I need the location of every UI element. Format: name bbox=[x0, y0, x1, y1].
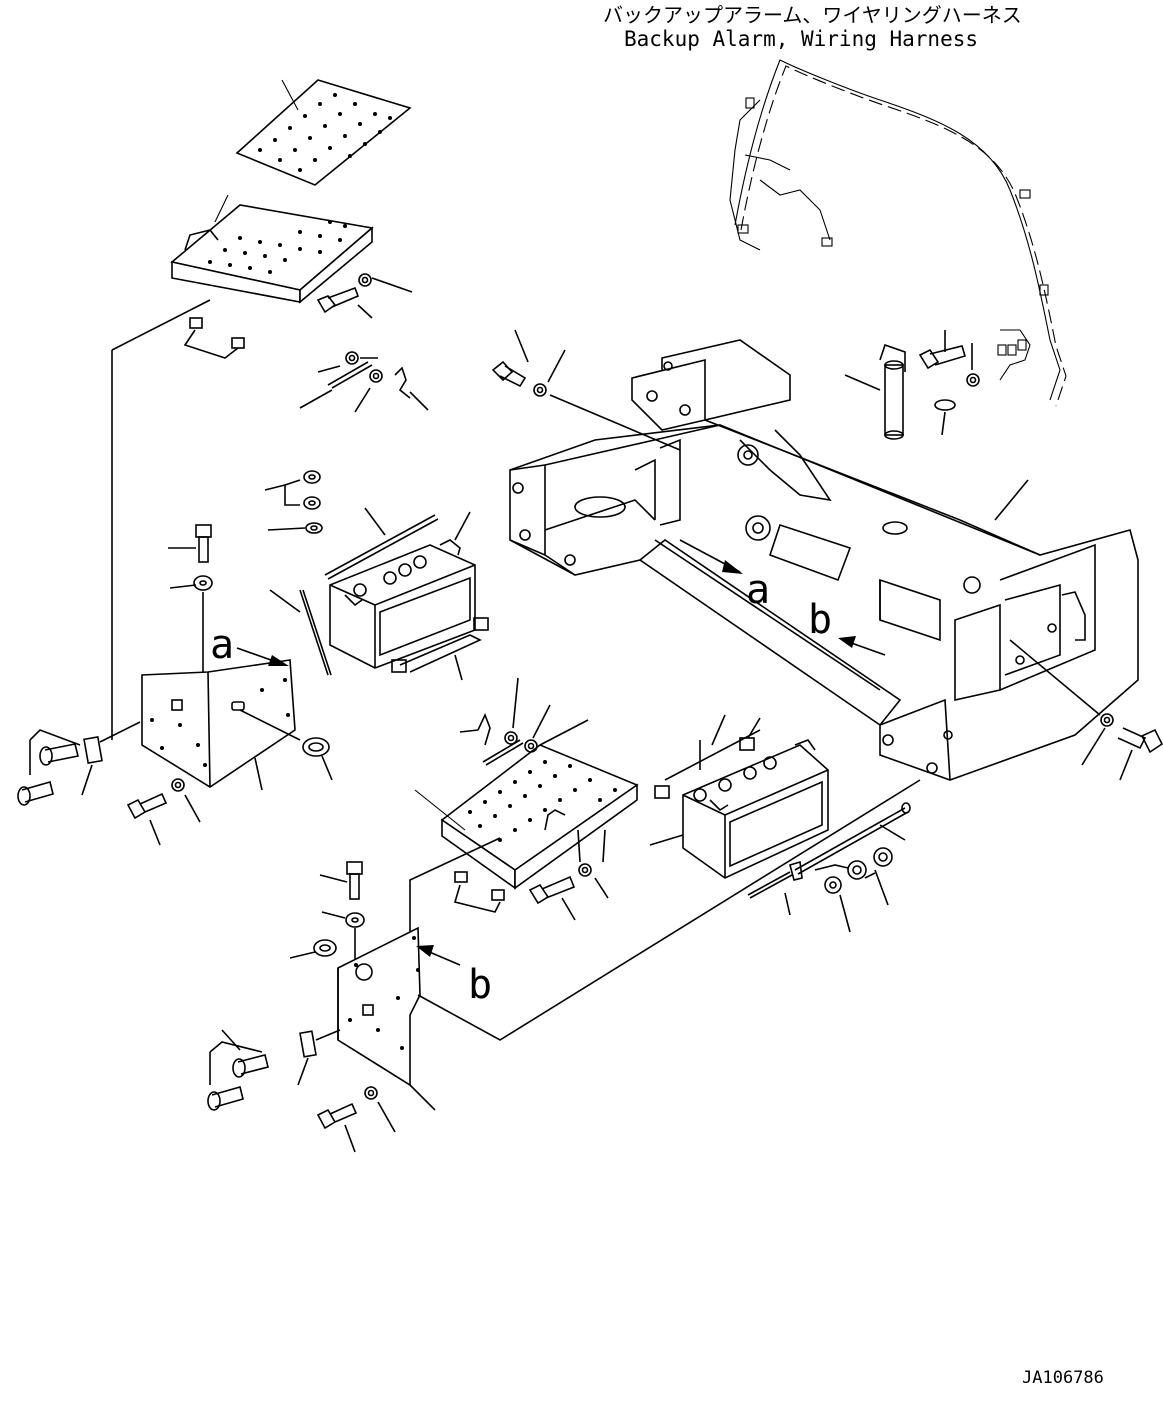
battery-lower bbox=[682, 739, 829, 879]
battery-bracket-lower bbox=[649, 714, 761, 846]
view-label-b-upper: b bbox=[808, 597, 832, 643]
battery-hold-rod-upper bbox=[269, 507, 471, 676]
battery-upper bbox=[329, 539, 476, 669]
bolt-washer-left bbox=[126, 778, 201, 846]
clip-left bbox=[81, 736, 103, 796]
bolt-washer-step-lower bbox=[528, 829, 609, 921]
battery-bracket-upper bbox=[391, 617, 489, 681]
lock-pin bbox=[844, 343, 956, 440]
bolt-group-right bbox=[1009, 639, 1163, 781]
arrow-a-lower: a bbox=[210, 622, 289, 668]
title-japanese: バックアップアラーム、ワイヤリングハーネス bbox=[603, 3, 1022, 27]
drawing-id: JA106786 bbox=[1022, 1368, 1104, 1388]
clip-lower bbox=[297, 1029, 341, 1086]
nut-stack-upper bbox=[264, 470, 323, 534]
view-label-a-lower: a bbox=[210, 622, 234, 668]
battery-bracket-box-left bbox=[141, 659, 301, 791]
step-plate-upper bbox=[235, 79, 412, 186]
battery-bracket-box-right bbox=[337, 779, 921, 1111]
title-english: Backup Alarm, Wiring Harness bbox=[624, 27, 978, 51]
bolt-group-frame-left bbox=[491, 329, 681, 451]
pin-clip-lower bbox=[459, 677, 589, 766]
grommet-left bbox=[302, 737, 333, 781]
arrow-b-lower: b bbox=[416, 945, 492, 1008]
label-tags-upper bbox=[111, 299, 245, 740]
grommet-lower bbox=[289, 939, 337, 959]
nut-washer-lower bbox=[814, 847, 893, 933]
bolts-left-pair bbox=[17, 721, 141, 806]
bolt-group-top-right bbox=[918, 330, 980, 387]
bolt-washer-lower-left bbox=[316, 1086, 396, 1153]
bolt-nut-lower bbox=[319, 861, 365, 970]
main-frame bbox=[509, 339, 1139, 781]
step-box-lower bbox=[414, 744, 639, 890]
hold-rod-lower bbox=[747, 802, 911, 916]
arrow-b-upper: b bbox=[808, 597, 886, 656]
wiring-harness bbox=[729, 59, 1067, 407]
view-label-b-lower: b bbox=[468, 962, 492, 1008]
step-box-upper bbox=[170, 204, 374, 304]
arrow-a-upper: a bbox=[679, 539, 770, 613]
bolt-group-upper bbox=[299, 273, 429, 413]
view-label-a-upper: a bbox=[746, 567, 770, 613]
bolts-lower-pair bbox=[207, 1029, 269, 1111]
